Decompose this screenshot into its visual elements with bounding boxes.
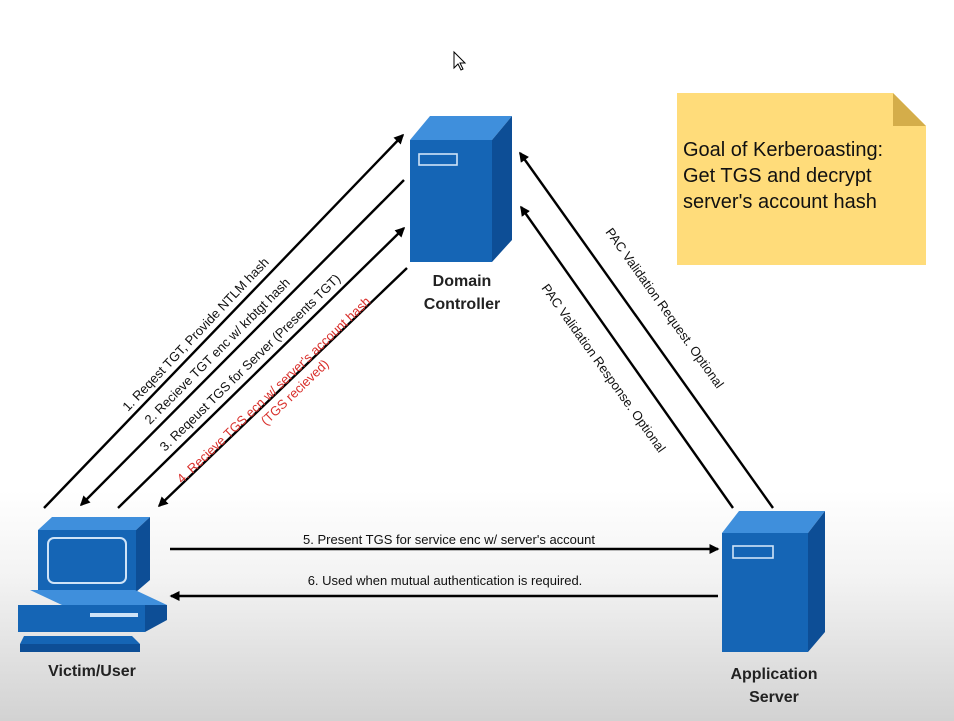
domain-controller-label-line1: Domain bbox=[433, 273, 492, 290]
note-line1: Goal of Kerberoasting: bbox=[683, 139, 883, 161]
goal-note: Goal of Kerberoasting: Get TGS and decry… bbox=[677, 93, 926, 265]
label-arrow-5: 5. Present TGS for service enc w/ server… bbox=[303, 532, 595, 547]
label-arrow-6: 6. Used when mutual authentication is re… bbox=[308, 573, 583, 588]
application-server-icon bbox=[722, 511, 825, 652]
domain-controller-server-icon bbox=[410, 116, 512, 262]
victim-user-label: Victim/User bbox=[48, 663, 136, 680]
application-server-label-line1: Application bbox=[730, 666, 817, 683]
arrow-pac-request bbox=[519, 151, 774, 509]
arrow-pac-response bbox=[520, 205, 734, 509]
arrow-4-receive-tgs bbox=[157, 267, 408, 508]
arrow-1-request-tgt bbox=[43, 133, 405, 509]
workstation-computer-icon bbox=[18, 517, 167, 652]
application-server-label-line2: Server bbox=[749, 689, 799, 706]
note-line2: Get TGS and decrypt bbox=[683, 165, 872, 187]
label-pac-response: PAC Validation Response. Optional bbox=[539, 281, 669, 455]
arrow-3-request-tgs bbox=[117, 226, 406, 509]
note-line3: server's account hash bbox=[683, 191, 877, 213]
mouse-cursor-icon bbox=[453, 50, 467, 71]
domain-controller-label-line2: Controller bbox=[424, 296, 500, 313]
arrow-2-receive-tgt bbox=[79, 179, 405, 507]
